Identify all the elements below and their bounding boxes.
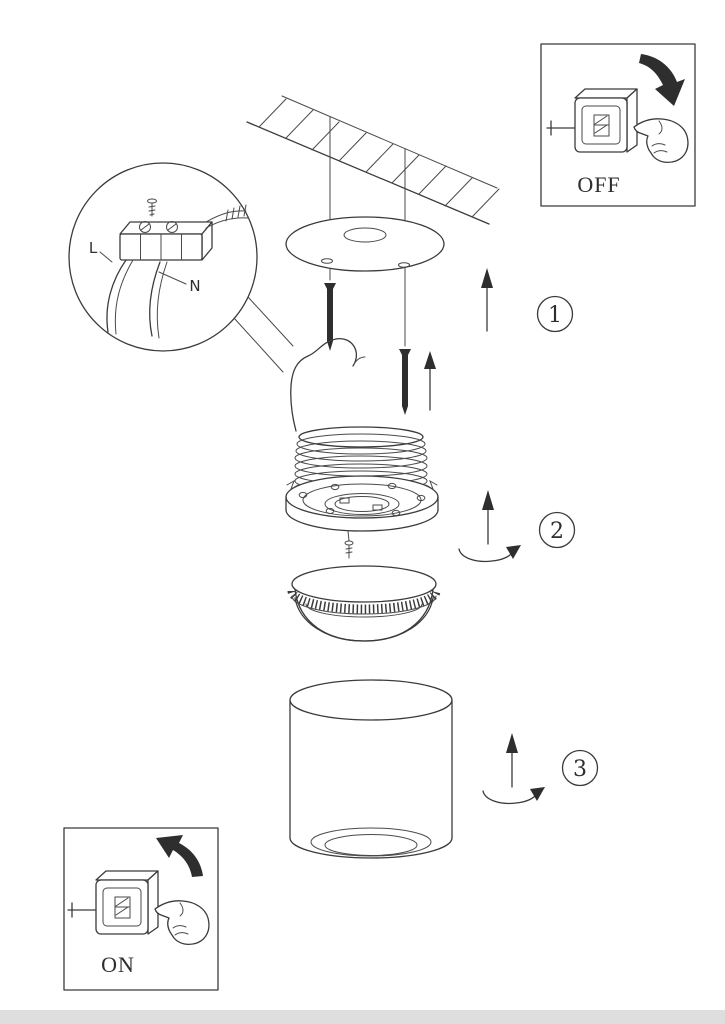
terminal-block <box>106 198 249 339</box>
terminal-screw-icon <box>139 221 151 233</box>
wire-live <box>106 259 127 333</box>
arrow-head <box>481 268 493 288</box>
step-1-badge <box>536 295 574 333</box>
screw-icon <box>324 283 336 351</box>
rotate-arrow-icon <box>482 790 538 805</box>
off-label: OFF <box>577 172 620 197</box>
rotate-arrow-head <box>530 787 545 801</box>
wire-neutral-2 <box>156 261 168 339</box>
ceiling-lower-line <box>246 121 490 225</box>
wire-end-hook <box>352 356 366 367</box>
terminal-dividers <box>140 233 182 261</box>
lamp-dome-outline <box>294 597 434 642</box>
socket-contact <box>339 497 350 504</box>
mounting-plate <box>285 216 445 272</box>
rotate-arrow-head <box>506 545 521 559</box>
cable-hole <box>343 227 387 243</box>
terminal-screw-icon <box>166 221 178 233</box>
housing-top-face <box>289 679 453 721</box>
scan-edge-strip <box>0 1010 725 1024</box>
wire <box>290 338 358 432</box>
screw-hole <box>321 258 333 264</box>
rotate-arrow-icon <box>458 548 514 563</box>
housing <box>289 679 453 859</box>
mounting-screws <box>324 283 436 415</box>
knurl-lower-edge <box>291 595 437 615</box>
wire-neutral <box>148 261 161 337</box>
supply-wire <box>290 338 366 432</box>
on-label: ON <box>101 952 135 977</box>
lens-ring <box>305 603 423 618</box>
cable-hatch <box>225 204 247 222</box>
step-2-badge <box>538 511 576 549</box>
step-3-indicator: 3 <box>482 733 599 805</box>
ceiling-hatch <box>258 98 500 218</box>
lamp <box>287 565 441 642</box>
flange-screw-holes <box>298 482 426 517</box>
live-label: L <box>89 239 98 257</box>
lamp-socket-inner <box>334 496 390 512</box>
switch-off-inset: OFF <box>540 43 696 207</box>
wiring-detail-inset: L N <box>68 162 294 373</box>
callout-line <box>233 317 284 373</box>
screw-slot <box>167 223 177 231</box>
arrow-head <box>482 490 494 510</box>
neutral-leader-line <box>158 271 187 285</box>
step-3-badge <box>561 749 599 787</box>
socket-contact <box>372 504 383 511</box>
small-screw-icon <box>147 198 157 217</box>
fixture-body <box>285 426 439 559</box>
cable <box>205 210 249 229</box>
ceiling-upper-line <box>281 95 498 189</box>
lamp-top-face <box>291 565 437 603</box>
curved-arrow-down-icon <box>639 54 685 106</box>
neutral-label: N <box>189 277 200 295</box>
step-2-indicator: 2 <box>458 490 576 563</box>
live-leader-line <box>99 251 113 263</box>
screw-hole <box>398 262 410 268</box>
wire-live-2 <box>114 259 134 335</box>
housing-opening-inner <box>324 834 418 856</box>
flange-bottom <box>285 509 439 532</box>
step-3-number: 3 <box>573 757 587 782</box>
screw-slot <box>140 223 150 231</box>
lamp-socket <box>324 493 400 515</box>
flange-inner-ring <box>302 483 422 517</box>
plate-outline <box>285 216 445 272</box>
spring-clip <box>286 479 299 491</box>
step-1-number: 1 <box>548 303 562 328</box>
screw-icon <box>399 349 411 415</box>
arrow-head <box>506 733 518 753</box>
spring-clip <box>425 479 438 491</box>
step-1-indicator: 1 <box>481 268 574 333</box>
arrow-up-icon <box>424 351 436 411</box>
callout-line <box>247 296 294 347</box>
small-screw-icon <box>344 530 354 559</box>
curved-arrow-up-icon <box>156 835 203 877</box>
housing-opening <box>310 827 432 857</box>
housing-bottom <box>289 837 453 859</box>
block-top-face <box>119 221 213 235</box>
switch-on-inset: ON <box>63 827 219 991</box>
step-2-number: 2 <box>550 519 564 544</box>
